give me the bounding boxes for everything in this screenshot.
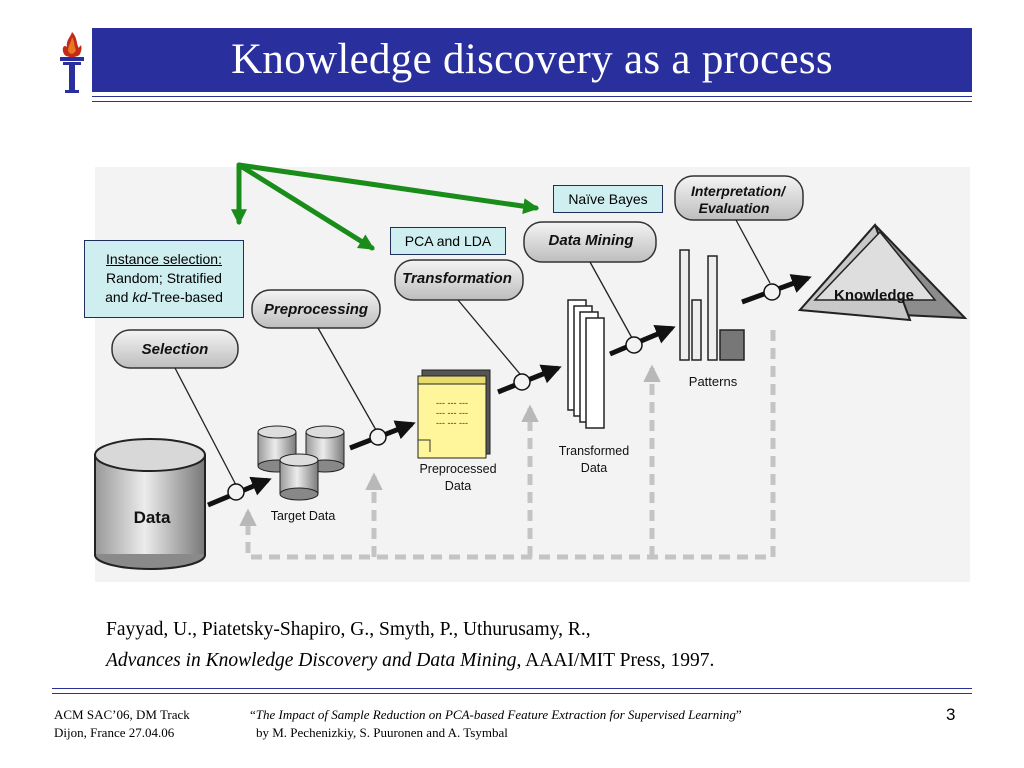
footer-authors: by M. Pechenizkiy, S. Puuronen and A. Ts…: [256, 725, 508, 740]
target-data-label: Target Data: [271, 509, 336, 523]
stage-transformation: Transformation: [394, 259, 524, 301]
stage-selection: Selection: [111, 329, 239, 369]
green-arrows: [230, 162, 540, 251]
footer-conference: ACM SAC’06, DM Track: [54, 707, 190, 722]
transformed-label-2: Data: [581, 461, 607, 475]
quote-close: ”: [735, 707, 742, 722]
svg-text:Selection: Selection: [142, 341, 209, 358]
svg-text:Data Mining: Data Mining: [549, 232, 634, 249]
slide-title: Knowledge discovery as a process: [231, 36, 833, 83]
title-divider-2: [92, 101, 972, 102]
title-divider: [92, 96, 972, 97]
process-arrows: [207, 274, 812, 508]
citation-book-title: Advances in Knowledge Discovery and Data…: [106, 650, 517, 671]
data-label: Data: [134, 508, 171, 527]
svg-text:Evaluation: Evaluation: [699, 200, 770, 216]
svg-text:Transformation: Transformation: [402, 270, 512, 287]
transformed-label-1: Transformed: [559, 444, 629, 458]
transformed-data-stack: Transformed Data: [559, 299, 629, 475]
paper-title: The Impact of Sample Reduction on PCA-ba…: [255, 707, 736, 722]
knowledge-label: Knowledge: [834, 287, 914, 304]
preprocessed-label-1: Preprocessed: [419, 462, 496, 476]
stage-data-mining: Data Mining: [523, 221, 657, 263]
patterns-label: Patterns: [689, 374, 738, 389]
university-logo: [52, 28, 92, 98]
page-number: 3: [946, 705, 956, 724]
instance-selection-heading: Instance selection:: [106, 251, 222, 267]
patterns-bars: Patterns: [679, 249, 745, 389]
citation-authors: Fayyad, U., Piatetsky-Shapiro, G., Smyth…: [106, 619, 591, 640]
svg-text:Preprocessing: Preprocessing: [264, 301, 368, 318]
citation-source: Advances in Knowledge Discovery and Data…: [106, 645, 986, 676]
stage-connectors: [174, 219, 771, 486]
stage-preprocessing: Preprocessing: [251, 289, 381, 329]
svg-text:--- --- ---: --- --- ---: [436, 398, 468, 408]
data-cylinder: Data: [94, 438, 206, 570]
title-bar: [92, 28, 972, 92]
footer-paper-title: “The Impact of Sample Reduction on PCA-b…: [250, 706, 850, 724]
pca-lda-callout: PCA and LDA: [390, 227, 506, 255]
callout-text-tree: -Tree-based: [147, 289, 223, 305]
preprocessed-data-document: --- --- --- --- --- --- --- --- --- Prep…: [417, 369, 497, 493]
instance-selection-methods: Random; Stratified: [106, 270, 222, 286]
naive-bayes-callout: Naïve Bayes: [553, 185, 663, 213]
knowledge-pyramid: Knowledge: [797, 223, 968, 322]
instance-selection-callout: Instance selection: Random; Stratified a…: [84, 240, 244, 318]
footer-divider: [52, 688, 972, 689]
footer-divider-2: [52, 693, 972, 694]
preprocessed-label-2: Data: [445, 479, 471, 493]
target-data-cylinders: Target Data: [257, 425, 345, 523]
callout-text-kd: kd: [132, 289, 148, 305]
footer-location-date: Dijon, France 27.04.06: [54, 725, 175, 740]
quote-open: “: [250, 707, 256, 722]
feedback-loop: [239, 330, 776, 560]
svg-text:Interpretation/: Interpretation/: [691, 183, 787, 199]
stage-interpretation-evaluation: Interpretation/ Evaluation: [674, 175, 804, 221]
svg-text:--- --- ---: --- --- ---: [436, 418, 468, 428]
callout-text-and: and: [105, 289, 133, 305]
citation-publisher: , AAAI/MIT Press, 1997.: [516, 650, 715, 671]
citation: Fayyad, U., Piatetsky-Shapiro, G., Smyth…: [106, 614, 986, 676]
svg-text:--- --- ---: --- --- ---: [436, 408, 468, 418]
